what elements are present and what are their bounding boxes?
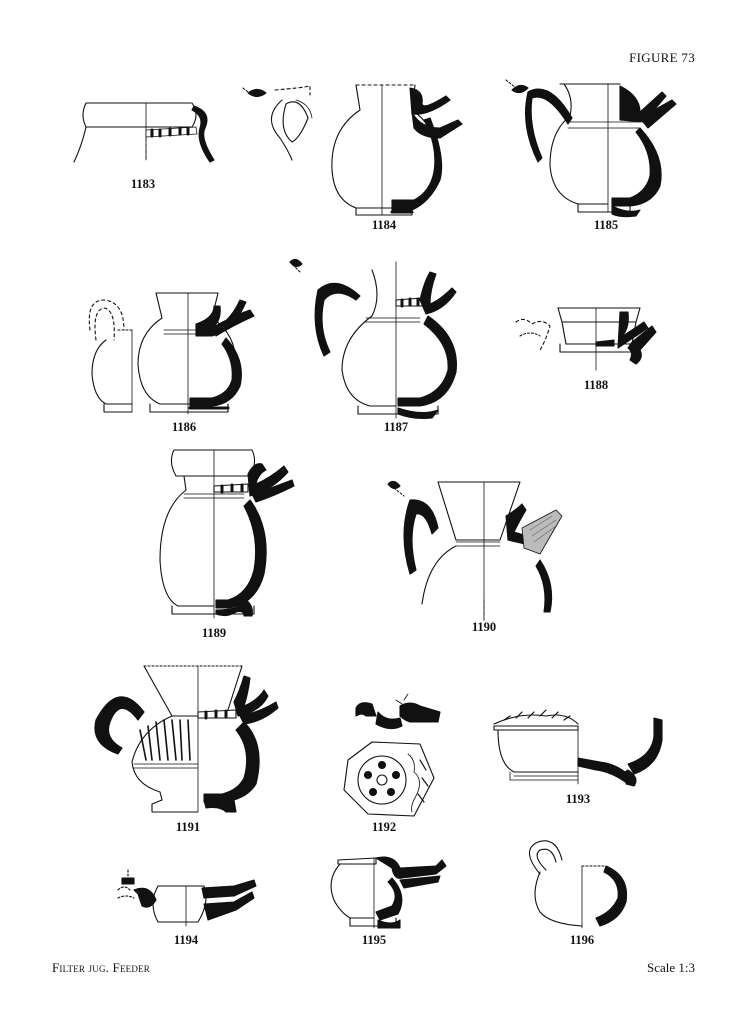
catalogue-number: 1190 [471,620,497,634]
drawing-1190 [387,480,563,621]
drawing-1187 [289,258,457,420]
figure-caption: Filter jug. Feeder [52,960,150,975]
drawing-1192 [343,693,441,817]
drawing-1184 [331,84,463,216]
figure-title: FIGURE 73 [629,50,695,65]
catalogue-number: 1193 [565,792,591,806]
drawing-1185 [505,79,677,218]
catalogue-number: 1184 [371,218,397,232]
catalogue-number: 1186 [171,420,197,434]
catalogue-number: 1183 [130,177,156,191]
catalogue-number: 1196 [569,933,595,947]
fragment-1184a [242,85,313,161]
catalogue-number: 1192 [371,820,397,834]
drawing-1194 [117,869,257,927]
scale-note: Scale 1:3 [646,960,695,975]
drawing-1189 [159,449,295,619]
catalogue-number: 1189 [201,626,227,640]
drawing-1183 [73,102,215,163]
drawing-1188 [515,307,657,371]
catalogue-number: 1185 [593,218,619,232]
catalogue-number: 1188 [583,378,609,392]
drawing-1195 [330,856,447,929]
catalogue-number: 1195 [361,933,387,947]
drawing-1196 [528,840,628,929]
drawing-1191 [94,665,279,813]
catalogue-number: 1187 [383,420,409,434]
drawing-1186 [88,292,255,415]
catalogue-number: 1194 [173,933,199,947]
drawing-1193 [493,709,663,787]
catalogue-number: 1191 [175,820,201,834]
